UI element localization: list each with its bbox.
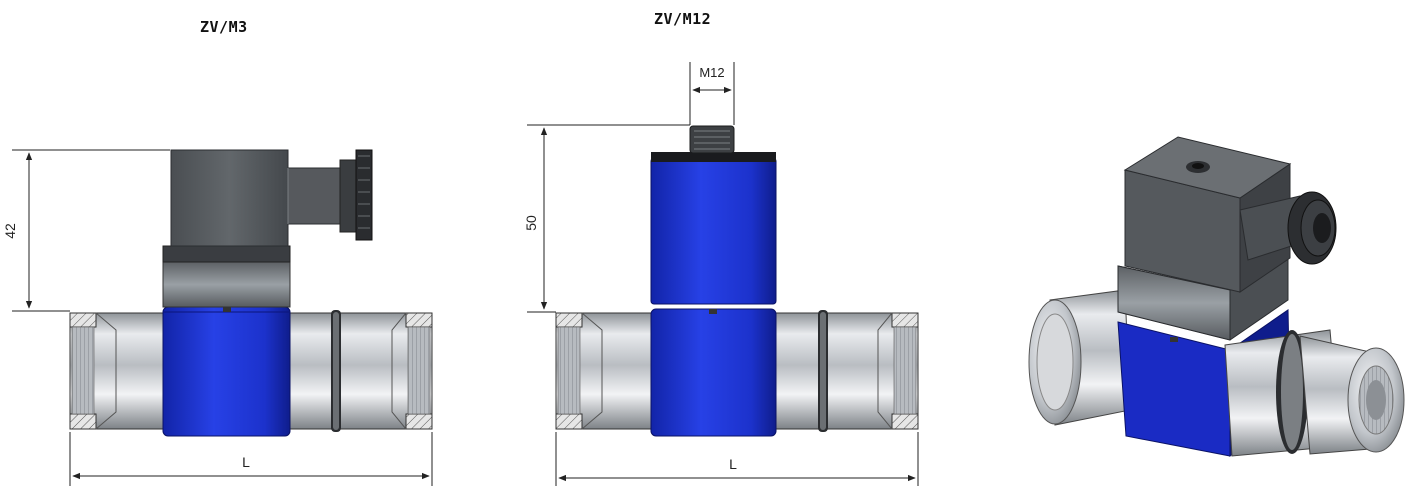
zv-m3-title: ZV/M3 [200, 18, 248, 36]
zv-m3-cable-gland [339, 159, 357, 233]
zv-m12-height-dimension: 50 [523, 124, 690, 313]
isometric-view [1028, 136, 1405, 458]
zv-m12-connector-dimension: M12 [689, 62, 735, 125]
zv-m3-view: 42 L [2, 149, 433, 486]
zv-m12-length-label: L [729, 456, 737, 472]
zv-m3-sight-ring [162, 261, 291, 308]
zv-m3-length-label: L [242, 454, 250, 470]
zv-m12-upper-housing [650, 157, 777, 305]
zv-m12-lower-housing [650, 308, 777, 437]
zv-m3-connector-box [170, 149, 289, 247]
zv-m12-title: ZV/M12 [654, 10, 712, 28]
zv-m12-connector-label: M12 [699, 65, 724, 80]
zv-m12-view: 50 M12 L [523, 62, 919, 486]
zv-m3-blue-housing [162, 306, 291, 437]
iso-blue-housing [1117, 321, 1231, 457]
zv-m12-length-dimension: L [555, 432, 919, 486]
zv-m12-plug [689, 125, 735, 154]
zv-m12-height-label: 50 [523, 215, 539, 231]
zv-m3-length-dimension: L [69, 432, 433, 486]
zv-m3-height-label: 42 [2, 223, 18, 239]
zv-m3-height-dimension: 42 [2, 149, 170, 312]
